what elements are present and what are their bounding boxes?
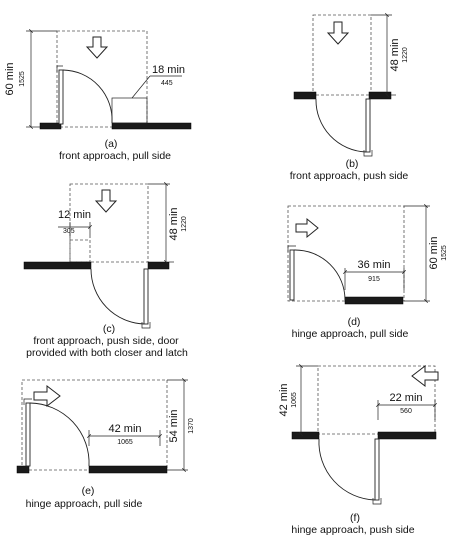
panel-a-clearance-dimension: 18 min — [152, 64, 185, 76]
panel-c-latch-clearance-box — [69, 239, 91, 263]
panel-b-hinge-mark — [363, 150, 373, 157]
panel-a-depth-dimension: 60 min — [4, 62, 16, 95]
panel-f-letter: (f) — [350, 512, 360, 524]
panel-b-down-arrow-icon — [326, 21, 350, 45]
panel-b-door-swing — [315, 98, 367, 153]
panel-b-depth-dimension: 48 min — [389, 38, 401, 71]
panel-d-door-leaf — [289, 249, 295, 301]
panel-d-clearance-dimension: 36 min — [357, 259, 390, 271]
panel-e-right-arrow-icon — [33, 384, 61, 408]
panel-f-depth-dimension: 42 min — [278, 383, 290, 416]
panel-a-front-approach-pull-side: 60 min 1525 18 min 445 (a) front approac… — [4, 29, 192, 162]
panel-a-latch-leader — [131, 75, 151, 99]
panel-e-caption: hinge approach, pull side — [26, 498, 143, 510]
panel-a-wall-left — [39, 122, 62, 130]
panel-e-hinge-mark — [23, 398, 32, 405]
panel-f-hinge-approach-push-side: 22 min 560 42 min 1065 (f) hinge approac… — [278, 364, 439, 536]
panel-c-hinge-mark — [141, 322, 151, 329]
panel-f-caption: hinge approach, push side — [291, 524, 414, 536]
panel-b-depth-dimension-mm: 1220 — [402, 47, 409, 63]
panel-e-wall-right — [88, 465, 168, 474]
panel-c-letter: (c) — [103, 323, 115, 335]
panel-a-letter: (a) — [105, 138, 118, 150]
panel-c-door-leaf — [143, 268, 149, 325]
panel-b-wall-left — [293, 91, 317, 100]
panel-a-door-leaf — [58, 69, 64, 125]
panel-f-hinge-mark — [372, 498, 382, 505]
panel-e-depth-dimension: 54 min — [168, 409, 180, 442]
panel-d-hinge-approach-pull-side: 36 min 915 60 min 1525 (d) hinge approac… — [287, 204, 448, 340]
panel-d-letter: (d) — [348, 316, 361, 328]
panel-c-clearance-dimension-mm: 305 — [63, 228, 75, 235]
panel-c-clearance-dimension: 12 min — [58, 209, 91, 221]
panel-a-latch-clearance-box — [111, 97, 148, 124]
panel-b-caption: front approach, push side — [290, 170, 409, 182]
panel-b-door-leaf — [365, 98, 371, 153]
panel-a-hinge-mark — [56, 65, 63, 72]
panel-f-clearance-dimension-mm: 560 — [400, 408, 412, 415]
panel-c-depth-dimension: 48 min — [168, 207, 180, 240]
panel-f-left-arrow-icon — [411, 364, 439, 388]
panel-e-hinge-approach-pull-side: 42 min 1065 54 min 1370 (e) hinge approa… — [16, 378, 195, 510]
panel-b-wall-right — [368, 91, 392, 100]
panel-f-wall-right — [377, 431, 437, 440]
panel-e-depth-dimension-mm: 1370 — [188, 418, 195, 434]
panel-d-door-swing — [293, 249, 346, 301]
panel-c-door-swing — [90, 268, 145, 325]
panel-c-down-arrow-icon — [94, 189, 118, 213]
panel-b-clear-floor-space — [312, 14, 372, 96]
panel-f-clearance-dimension: 22 min — [389, 392, 422, 404]
panel-a-caption: front approach, pull side — [59, 150, 171, 162]
panel-a-door-swing — [62, 69, 113, 124]
panel-d-caption: hinge approach, pull side — [292, 328, 409, 340]
panel-f-depth-dimension-mm: 1065 — [291, 392, 298, 408]
panel-c-wall-right — [147, 261, 170, 270]
panel-c-wall-left — [23, 261, 92, 270]
panel-e-wall-left — [16, 465, 30, 474]
panel-d-depth-dimension: 60 min — [428, 236, 440, 269]
panel-b-front-approach-push-side: 48 min 1220 (b) front approach, push sid… — [290, 13, 409, 182]
panel-f-door-swing — [318, 438, 376, 501]
panel-c-front-approach-push-side-closer-latch: 12 min 305 48 min 1220 (c) front approac… — [23, 182, 188, 359]
panel-f-wall-left — [291, 431, 320, 440]
panel-d-hinge-mark — [287, 245, 296, 252]
panel-b-letter: (b) — [346, 158, 359, 170]
panel-a-depth-dimension-mm: 1525 — [19, 71, 26, 87]
panel-d-wall-right — [344, 296, 404, 305]
panel-d-right-arrow-icon — [295, 217, 319, 239]
panel-d-clearance-dimension-mm: 915 — [368, 276, 380, 283]
panel-a-clearance-dimension-mm: 445 — [161, 80, 173, 87]
panel-d-clear-floor-space — [287, 205, 405, 302]
panel-d-depth-dimension-mm: 1525 — [441, 245, 448, 261]
panel-e-clearance-dimension-mm: 1065 — [117, 439, 133, 446]
panel-c-caption-line-1: front approach, push side, door — [33, 335, 179, 347]
panel-a-clear-floor-space — [56, 30, 148, 128]
panel-a-down-arrow-icon — [85, 36, 109, 59]
panel-e-door-swing — [29, 402, 90, 467]
panel-e-door-leaf — [25, 402, 31, 467]
panel-e-clearance-dimension: 42 min — [108, 423, 141, 435]
panel-a-wall-right — [111, 122, 192, 130]
panel-c-caption-line-2: provided with both closer and latch — [26, 347, 188, 359]
panel-c-depth-dimension-mm: 1220 — [181, 216, 188, 232]
panel-f-door-leaf — [374, 438, 380, 501]
panel-e-letter: (e) — [82, 485, 95, 497]
